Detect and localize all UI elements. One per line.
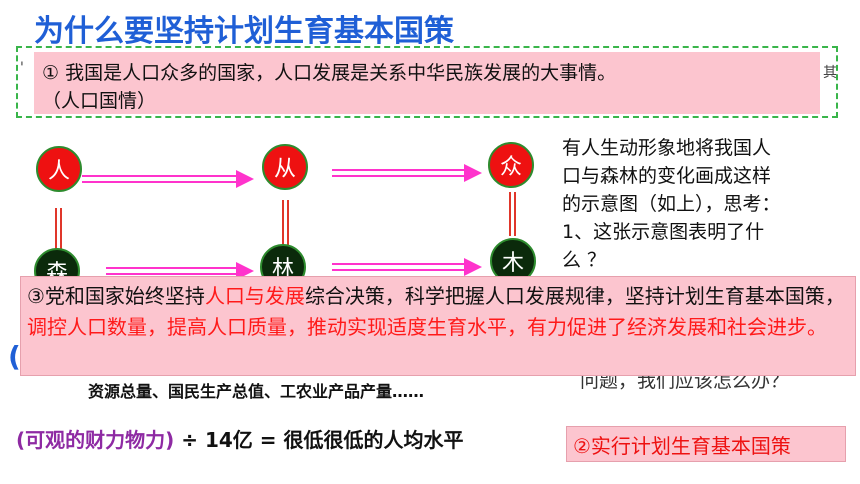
node-ren: 人 <box>36 146 82 192</box>
resources-text: 资源总量、国民生产总值、工农业产品产量…… <box>88 382 425 401</box>
per-capita-equation: (可观的财力物力) ÷ 14亿 = 很低很低的人均水平 <box>16 424 463 453</box>
partial-paren: ( <box>8 340 21 373</box>
diagram-question-text: 有人生动形象地将我国人 口与森林的变化画成这样 的示意图（如上），思考： 1、这… <box>562 134 852 274</box>
equation-resources-part: (可观的财力物力) <box>16 428 175 452</box>
question-line: 口与森林的变化画成这样 <box>562 165 772 187</box>
arrow-ren-to-cong <box>82 170 254 188</box>
reason1-dashed-frame <box>16 46 838 118</box>
connector-cong-lin <box>282 200 289 246</box>
reason1-line2: （人口国情） <box>42 90 157 112</box>
dashed-frame-peek-right: 其 <box>823 65 837 81</box>
equation-result-part: ÷ 14亿 = 很低很低的人均水平 <box>174 428 464 452</box>
page-title: 为什么要坚持计划生育基本国策 <box>34 14 454 49</box>
connector-zhong-mu <box>509 192 516 236</box>
reason3-part2: 综合决策，科学把握人口发展规律，坚持计划生育基本国策， <box>304 284 845 308</box>
reason3-highlight1: 人口与发展 <box>204 284 305 308</box>
connector-ren-sen <box>55 208 62 250</box>
node-zhong: 众 <box>488 142 534 188</box>
question-line: 么 ？ <box>562 249 607 271</box>
reason3-highlight2: 调控人口数量，提高人口质量，推动实现适度生育水平，有力促进了经济发展和社会进步。 <box>27 315 827 339</box>
question-line: 1、这张示意图表明了什 <box>562 221 765 243</box>
dashed-frame-peek-left: ' <box>20 60 24 76</box>
arrow-cong-to-zhong <box>332 164 482 182</box>
arrow-sen-to-lin <box>106 262 254 280</box>
node-cong: 从 <box>262 144 308 190</box>
reason1-line1: ① 我国是人口众多的国家，人口发展是关系中华民族发展的大事情。 <box>42 62 617 84</box>
question-line: 有人生动形象地将我国人 <box>562 137 772 159</box>
reason2-box: ②实行计划生育基本国策 <box>566 426 846 462</box>
reason3-text: ③党和国家始终坚持人口与发展综合决策，科学把握人口发展规律，坚持计划生育基本国策… <box>27 281 849 343</box>
reason3-box: ③党和国家始终坚持人口与发展综合决策，科学把握人口发展规律，坚持计划生育基本国策… <box>20 276 856 376</box>
reason3-part1: ③党和国家始终坚持 <box>27 284 205 308</box>
question-line: 的示意图（如上），思考： <box>562 193 781 215</box>
arrow-lin-to-mu <box>332 258 482 276</box>
reason1-box: ① 我国是人口众多的国家，人口发展是关系中华民族发展的大事情。 （人口国情） <box>34 52 820 114</box>
